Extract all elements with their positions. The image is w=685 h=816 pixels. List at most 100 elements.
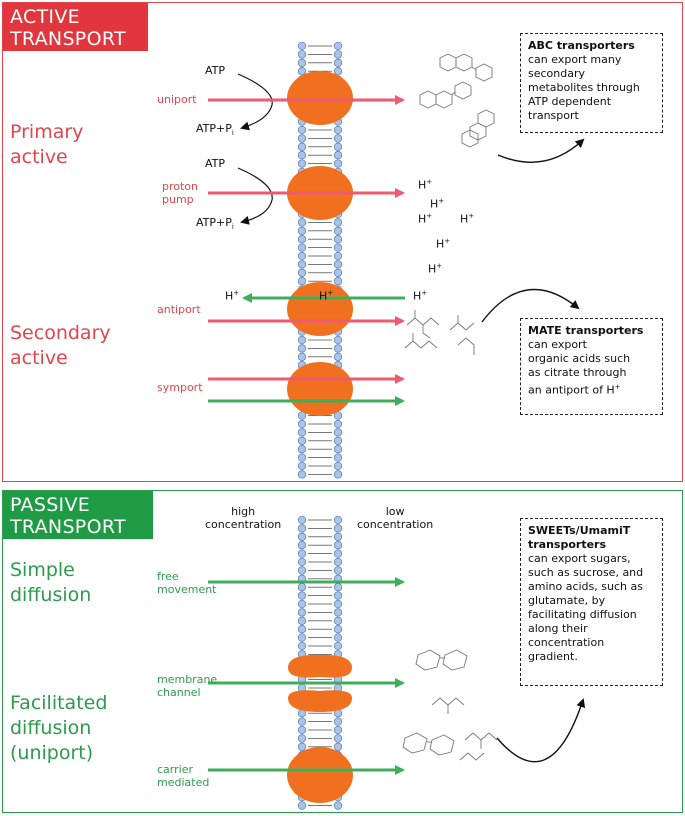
lipid-head bbox=[333, 515, 343, 525]
carrier-mediated-label: carrier mediated bbox=[157, 763, 209, 789]
box-title: transporters bbox=[528, 538, 607, 551]
lipid-head bbox=[297, 608, 307, 617]
label-line: active bbox=[10, 146, 68, 168]
label-line: Primary bbox=[10, 121, 84, 143]
h-sup: + bbox=[436, 262, 443, 270]
box-line: glutamate, by bbox=[528, 594, 606, 607]
atp-label-2: ATP bbox=[205, 157, 226, 170]
label-line: high bbox=[231, 505, 256, 518]
lipid-head bbox=[333, 583, 343, 592]
lipid-head bbox=[297, 243, 307, 252]
lipid-head bbox=[333, 428, 343, 437]
box-line: as citrate through bbox=[528, 366, 627, 379]
symport-label: symport bbox=[157, 381, 203, 394]
sugar-molecule-2 bbox=[402, 732, 455, 756]
lipid-head bbox=[333, 453, 343, 462]
box-line: amino acids, such as bbox=[528, 580, 643, 593]
h-sup: + bbox=[444, 237, 451, 245]
curve-to-mate-box bbox=[481, 288, 580, 323]
lipid-head bbox=[333, 801, 343, 810]
h-ion: H+ bbox=[418, 212, 432, 226]
lipid-head bbox=[333, 734, 343, 743]
box-line-text: an antiport of H bbox=[528, 383, 615, 397]
lipid-head bbox=[333, 411, 343, 420]
h-sup: + bbox=[426, 212, 433, 220]
lipid-head bbox=[297, 532, 307, 541]
h-ion: H+ bbox=[430, 197, 444, 211]
label-line: Secondary bbox=[10, 322, 111, 344]
label-line: pump bbox=[162, 193, 194, 206]
lipid-head bbox=[297, 583, 307, 592]
h-sup: + bbox=[614, 383, 621, 391]
h-ion: H+ bbox=[225, 289, 239, 303]
lipid-head bbox=[297, 436, 307, 445]
lipid-head bbox=[297, 633, 307, 642]
h-sup: + bbox=[468, 212, 475, 220]
h-text: H bbox=[430, 197, 439, 211]
simple-diffusion-label: Simple diffusion bbox=[10, 558, 91, 608]
h-text: H bbox=[225, 289, 234, 303]
high-concentration-label: high concentration bbox=[205, 505, 281, 531]
lipid-head bbox=[333, 445, 343, 454]
lipid-head bbox=[333, 616, 343, 625]
active-transport-panel: ACTIVE TRANSPORT bbox=[2, 2, 683, 482]
facilitated-diffusion-label: Facilitated diffusion (uniport) bbox=[10, 691, 107, 766]
h-ion: H+ bbox=[413, 289, 427, 303]
box-line: can export bbox=[528, 338, 587, 351]
lipid-head bbox=[333, 235, 343, 244]
label-line: proton bbox=[162, 180, 199, 193]
lipid-head bbox=[333, 243, 343, 252]
lipid-head bbox=[297, 428, 307, 437]
lipid-head bbox=[333, 50, 343, 59]
h-text: H bbox=[460, 212, 469, 226]
lipid-head bbox=[333, 344, 343, 353]
lipid-head bbox=[297, 125, 307, 135]
atp-pi-text: ATP+P bbox=[196, 216, 232, 229]
carrier-protein bbox=[287, 747, 353, 803]
atp-curve-arrow-2 bbox=[237, 167, 273, 225]
label-line: Facilitated bbox=[10, 692, 108, 714]
h-text: H bbox=[428, 262, 437, 276]
banner-line-2: TRANSPORT bbox=[10, 516, 126, 538]
passive-transport-panel: PASSIVE TRANSPORT bbox=[2, 490, 683, 813]
lipid-head bbox=[333, 67, 343, 76]
lipid-head bbox=[297, 470, 307, 479]
amino-acid-molecule-1 bbox=[431, 697, 465, 714]
h-ion: H+ bbox=[319, 289, 333, 303]
box-line: metabolites through bbox=[528, 81, 640, 94]
atp-pi-label-2: ATP+Pi bbox=[196, 216, 234, 231]
lipid-head bbox=[297, 260, 307, 269]
lipid-head bbox=[297, 142, 307, 151]
lipid-head bbox=[297, 50, 307, 59]
sweets-umamit-box: SWEETs/UmamiT transporters can export su… bbox=[520, 518, 663, 686]
proton-pump-label: proton pump bbox=[162, 180, 198, 206]
box-line: secondary bbox=[528, 67, 586, 80]
label-line: membrane bbox=[157, 673, 218, 686]
active-transport-banner: ACTIVE TRANSPORT bbox=[3, 3, 148, 51]
lipid-head bbox=[297, 641, 307, 651]
box-line: transport bbox=[528, 109, 579, 122]
h-sup: + bbox=[438, 197, 445, 205]
lipid-head bbox=[297, 725, 307, 735]
lipid-head bbox=[297, 801, 307, 810]
lipid-head bbox=[333, 142, 343, 151]
lipid-head bbox=[333, 549, 343, 558]
box-line: concentration bbox=[528, 636, 605, 649]
lipid-head bbox=[297, 226, 307, 235]
lipid-head bbox=[297, 159, 307, 168]
lipid-head bbox=[333, 461, 343, 471]
curve-to-abc-box bbox=[497, 138, 585, 163]
h-sup: + bbox=[327, 289, 334, 297]
curve-to-sweets-box bbox=[496, 698, 586, 763]
label-line: (uniport) bbox=[10, 742, 94, 764]
lipid-head bbox=[333, 268, 343, 277]
lipid-head bbox=[333, 151, 343, 160]
pi-subscript: i bbox=[231, 223, 234, 232]
lipid-head bbox=[333, 277, 343, 286]
lipid-head bbox=[333, 532, 343, 541]
banner-line-1: ACTIVE bbox=[10, 6, 80, 28]
lipid-head bbox=[297, 251, 307, 261]
lipid-head bbox=[297, 453, 307, 462]
lipid-head bbox=[297, 67, 307, 76]
label-line: channel bbox=[157, 686, 201, 699]
